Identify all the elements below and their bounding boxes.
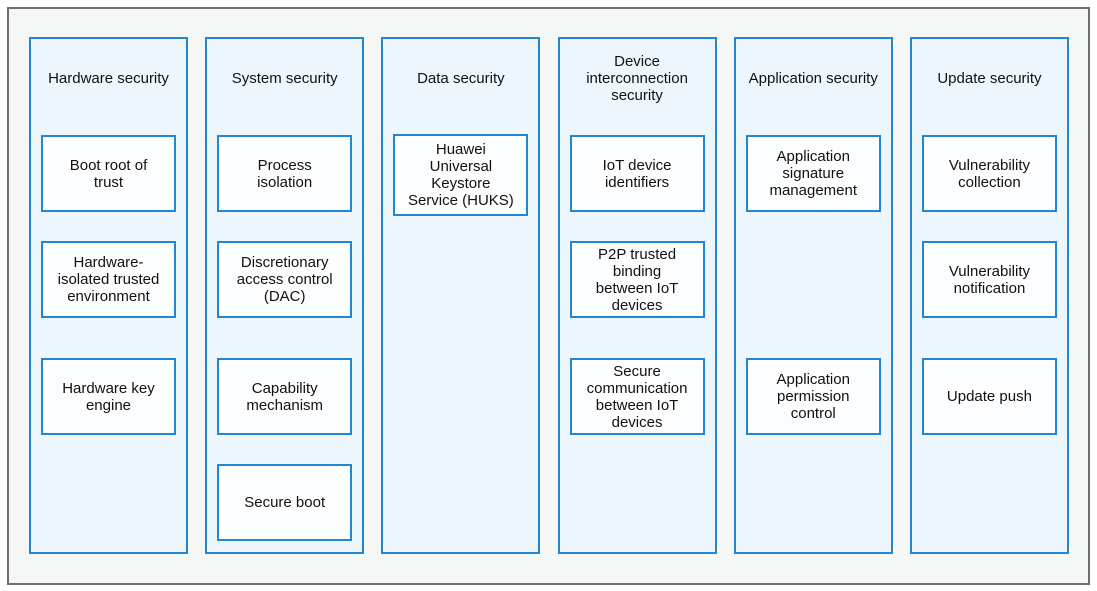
feature-box: IoT device identifiers: [569, 135, 705, 212]
feature-box: Process isolation: [217, 135, 353, 212]
column-title: System security: [231, 69, 338, 87]
feature-box-label: Process isolation: [257, 156, 313, 191]
feature-box: Hardware key engine: [41, 358, 176, 435]
feature-box: Hardware-isolated trusted environment: [41, 241, 176, 318]
feature-box: Discretionary access control (DAC): [217, 241, 353, 318]
feature-box-label: P2P trusted binding between IoT devices: [595, 245, 679, 314]
column-title: Device interconnection security: [586, 52, 688, 104]
feature-box: Boot root of trust: [41, 135, 176, 212]
feature-box: Vulnerability collection: [921, 135, 1057, 212]
column-title: Application security: [748, 69, 878, 87]
feature-box-label: Update push: [946, 388, 1032, 405]
feature-box: Huawei Universal Keystore Service (HUKS): [393, 134, 529, 216]
feature-box-label: Hardware-isolated trusted environment: [57, 254, 160, 305]
feature-box-label: Application permission control: [776, 371, 850, 422]
feature-box-label: Secure boot: [244, 494, 326, 511]
feature-box-label: Application signature management: [769, 148, 858, 199]
feature-box-label: Vulnerability collection: [948, 156, 1031, 191]
feature-box: Capability mechanism: [217, 358, 353, 435]
feature-box-label: Boot root of trust: [69, 156, 148, 191]
feature-box: Secure communication between IoT devices: [569, 358, 705, 435]
feature-box-label: Hardware key engine: [62, 379, 155, 414]
feature-box-label: IoT device identifiers: [602, 156, 672, 191]
feature-box-label: Discretionary access control (DAC): [236, 254, 333, 305]
feature-box-label: Huawei Universal Keystore Service (HUKS): [407, 141, 514, 209]
feature-box: Application signature management: [745, 135, 881, 212]
feature-box-label: Vulnerability notification: [948, 262, 1031, 297]
feature-box-label: Secure communication between IoT devices: [586, 362, 688, 431]
feature-box: Secure boot: [217, 464, 353, 541]
feature-box: Update push: [921, 358, 1057, 435]
column-title: Data security: [417, 69, 505, 87]
feature-box: Application permission control: [745, 358, 881, 435]
feature-box-label: Capability mechanism: [246, 379, 324, 414]
column-title: Update security: [937, 69, 1042, 87]
column-title: Hardware security: [48, 69, 169, 87]
feature-box: Vulnerability notification: [921, 241, 1057, 318]
feature-box: P2P trusted binding between IoT devices: [569, 241, 705, 318]
